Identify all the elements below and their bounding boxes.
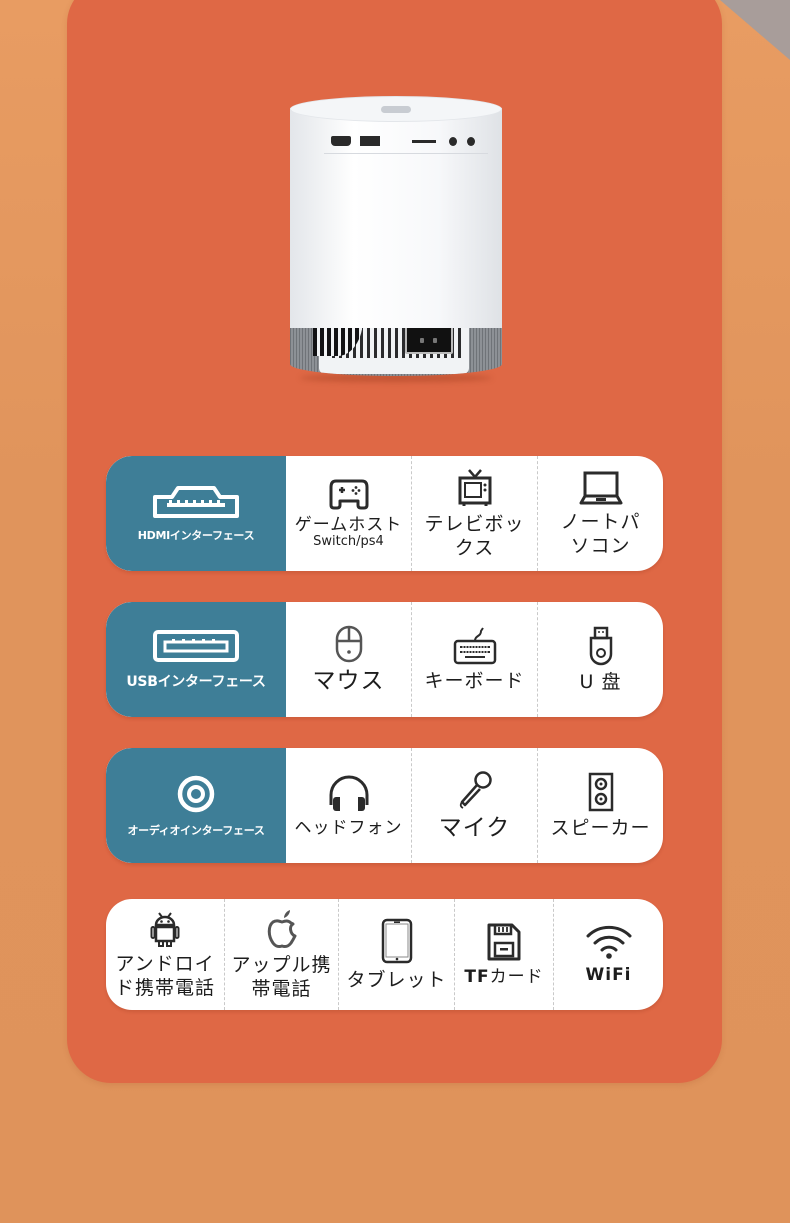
device-label: U 盘 xyxy=(579,670,622,693)
product-logo xyxy=(381,106,411,113)
usb-port-icon xyxy=(152,629,240,663)
audio-jack-icon xyxy=(176,774,216,814)
device-label-line2: 帯電話 xyxy=(251,977,312,1000)
device-tf-card: TFカード xyxy=(454,899,553,1010)
product-body xyxy=(290,108,502,328)
hdmi-port-icon xyxy=(152,485,240,519)
usb-interface-label: USBインターフェース xyxy=(126,673,266,690)
device-usb-drive: U 盘 xyxy=(537,602,663,717)
android-icon xyxy=(150,910,180,948)
device-label: タブレット xyxy=(346,968,447,991)
device-keyboard: キーボード xyxy=(411,602,537,717)
product-port-strip xyxy=(324,130,488,154)
device-tablet: タブレット xyxy=(338,899,454,1010)
speaker-icon xyxy=(587,772,615,812)
device-wifi: WiFi xyxy=(553,899,663,1010)
device-game-console: ゲームホスト Switch/ps4 xyxy=(286,456,411,571)
device-label-bold: TF xyxy=(464,966,490,987)
device-label: TFカード xyxy=(464,966,543,988)
device-label: マウス xyxy=(312,667,385,694)
product-audio-jack xyxy=(449,137,457,146)
hdmi-interface-header: HDMIインターフェース xyxy=(106,456,286,571)
device-label-rest: カード xyxy=(489,966,544,987)
device-label: ゲームホスト xyxy=(294,514,403,535)
device-mouse: マウス xyxy=(286,602,411,717)
wifi-icon xyxy=(585,924,633,960)
tablet-icon xyxy=(380,918,414,964)
usb-interface-header: USBインターフェース xyxy=(106,602,286,717)
device-label: WiFi xyxy=(585,964,632,985)
other-devices-row: アンドロイ ド携帯電話 アップル携 帯電話 タブレット xyxy=(106,899,663,1010)
device-headphones: ヘッドフォン xyxy=(286,748,411,863)
device-microphone: マイク xyxy=(411,748,537,863)
sd-card-icon xyxy=(486,922,522,962)
product-shadow xyxy=(300,374,492,382)
audio-interface-row: オーディオインターフェース ヘッドフォン マイク xyxy=(106,748,663,863)
tv-icon xyxy=(457,468,493,508)
device-android-phone: アンドロイ ド携帯電話 xyxy=(106,899,224,1010)
keyboard-icon xyxy=(453,626,497,665)
device-label-line1: テレビボッ xyxy=(424,512,525,535)
laptop-icon xyxy=(579,470,623,506)
hdmi-interface-row: HDMIインターフェース ゲームホスト Switch/ps4 テレビボ xyxy=(106,456,663,571)
device-label-line1: ノートパ xyxy=(560,510,641,533)
device-label: キーボード xyxy=(424,669,525,692)
hdmi-interface-label: HDMIインターフェース xyxy=(137,528,255,542)
device-label: ヘッドフォン xyxy=(294,817,403,838)
product-top xyxy=(290,96,502,122)
headphones-icon xyxy=(326,773,372,813)
usb-drive-icon xyxy=(587,626,615,666)
device-label-line1: アップル携 xyxy=(231,953,332,976)
device-laptop: ノートパ ソコン xyxy=(537,456,663,571)
device-label: マイク xyxy=(438,814,511,841)
device-label: スピーカー xyxy=(550,816,651,839)
device-label-line1: アンドロイ xyxy=(115,952,215,975)
audio-interface-label: オーディオインターフェース xyxy=(127,823,265,837)
product-hdmi-port xyxy=(331,136,351,146)
device-label-line2: クス xyxy=(454,536,495,559)
apple-icon xyxy=(264,909,300,949)
gamepad-icon xyxy=(328,478,370,510)
device-sublabel: Switch/ps4 xyxy=(313,533,384,549)
product-image-projector xyxy=(290,96,502,382)
device-apple-phone: アップル携 帯電話 xyxy=(224,899,338,1010)
mouse-icon xyxy=(334,625,364,663)
microphone-icon xyxy=(456,770,494,810)
device-label-line2: ソコン xyxy=(570,534,631,557)
audio-interface-header: オーディオインターフェース xyxy=(106,748,286,863)
product-power-socket xyxy=(405,326,453,354)
product-audio-jack xyxy=(467,137,475,146)
device-tv-box: テレビボッ クス xyxy=(411,456,537,571)
device-label-line2: ド携帯電話 xyxy=(114,976,215,999)
usb-interface-row: USBインターフェース マウス キーボード xyxy=(106,602,663,717)
product-tf-slot xyxy=(412,140,436,143)
product-usb-port xyxy=(360,136,380,146)
device-speaker: スピーカー xyxy=(537,748,663,863)
